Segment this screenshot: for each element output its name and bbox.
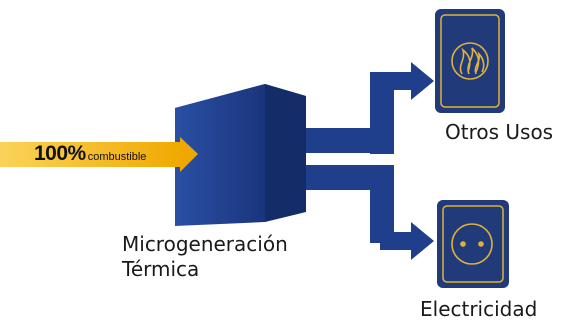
flame-icon bbox=[451, 42, 489, 80]
fuel-input-percent: 100% bbox=[34, 142, 86, 165]
electricity-label: Electricidad bbox=[420, 297, 538, 321]
electricity-icon-box bbox=[437, 200, 509, 288]
fuel-input-label: 100%combustible bbox=[34, 142, 146, 166]
generator-label-line1: Microgeneración bbox=[122, 232, 288, 256]
generator-label-line2: Térmica bbox=[122, 257, 200, 281]
other-uses-label: Otros Usos bbox=[445, 120, 554, 144]
output-pipes bbox=[295, 62, 434, 260]
fuel-input-text: combustible bbox=[87, 151, 147, 163]
power-outlet-icon bbox=[451, 223, 493, 265]
fuel-input-arrow bbox=[0, 137, 198, 172]
other-uses-icon-box bbox=[435, 9, 505, 113]
generator-label: Microgeneración Térmica bbox=[122, 232, 288, 282]
generator-cube bbox=[175, 84, 306, 226]
